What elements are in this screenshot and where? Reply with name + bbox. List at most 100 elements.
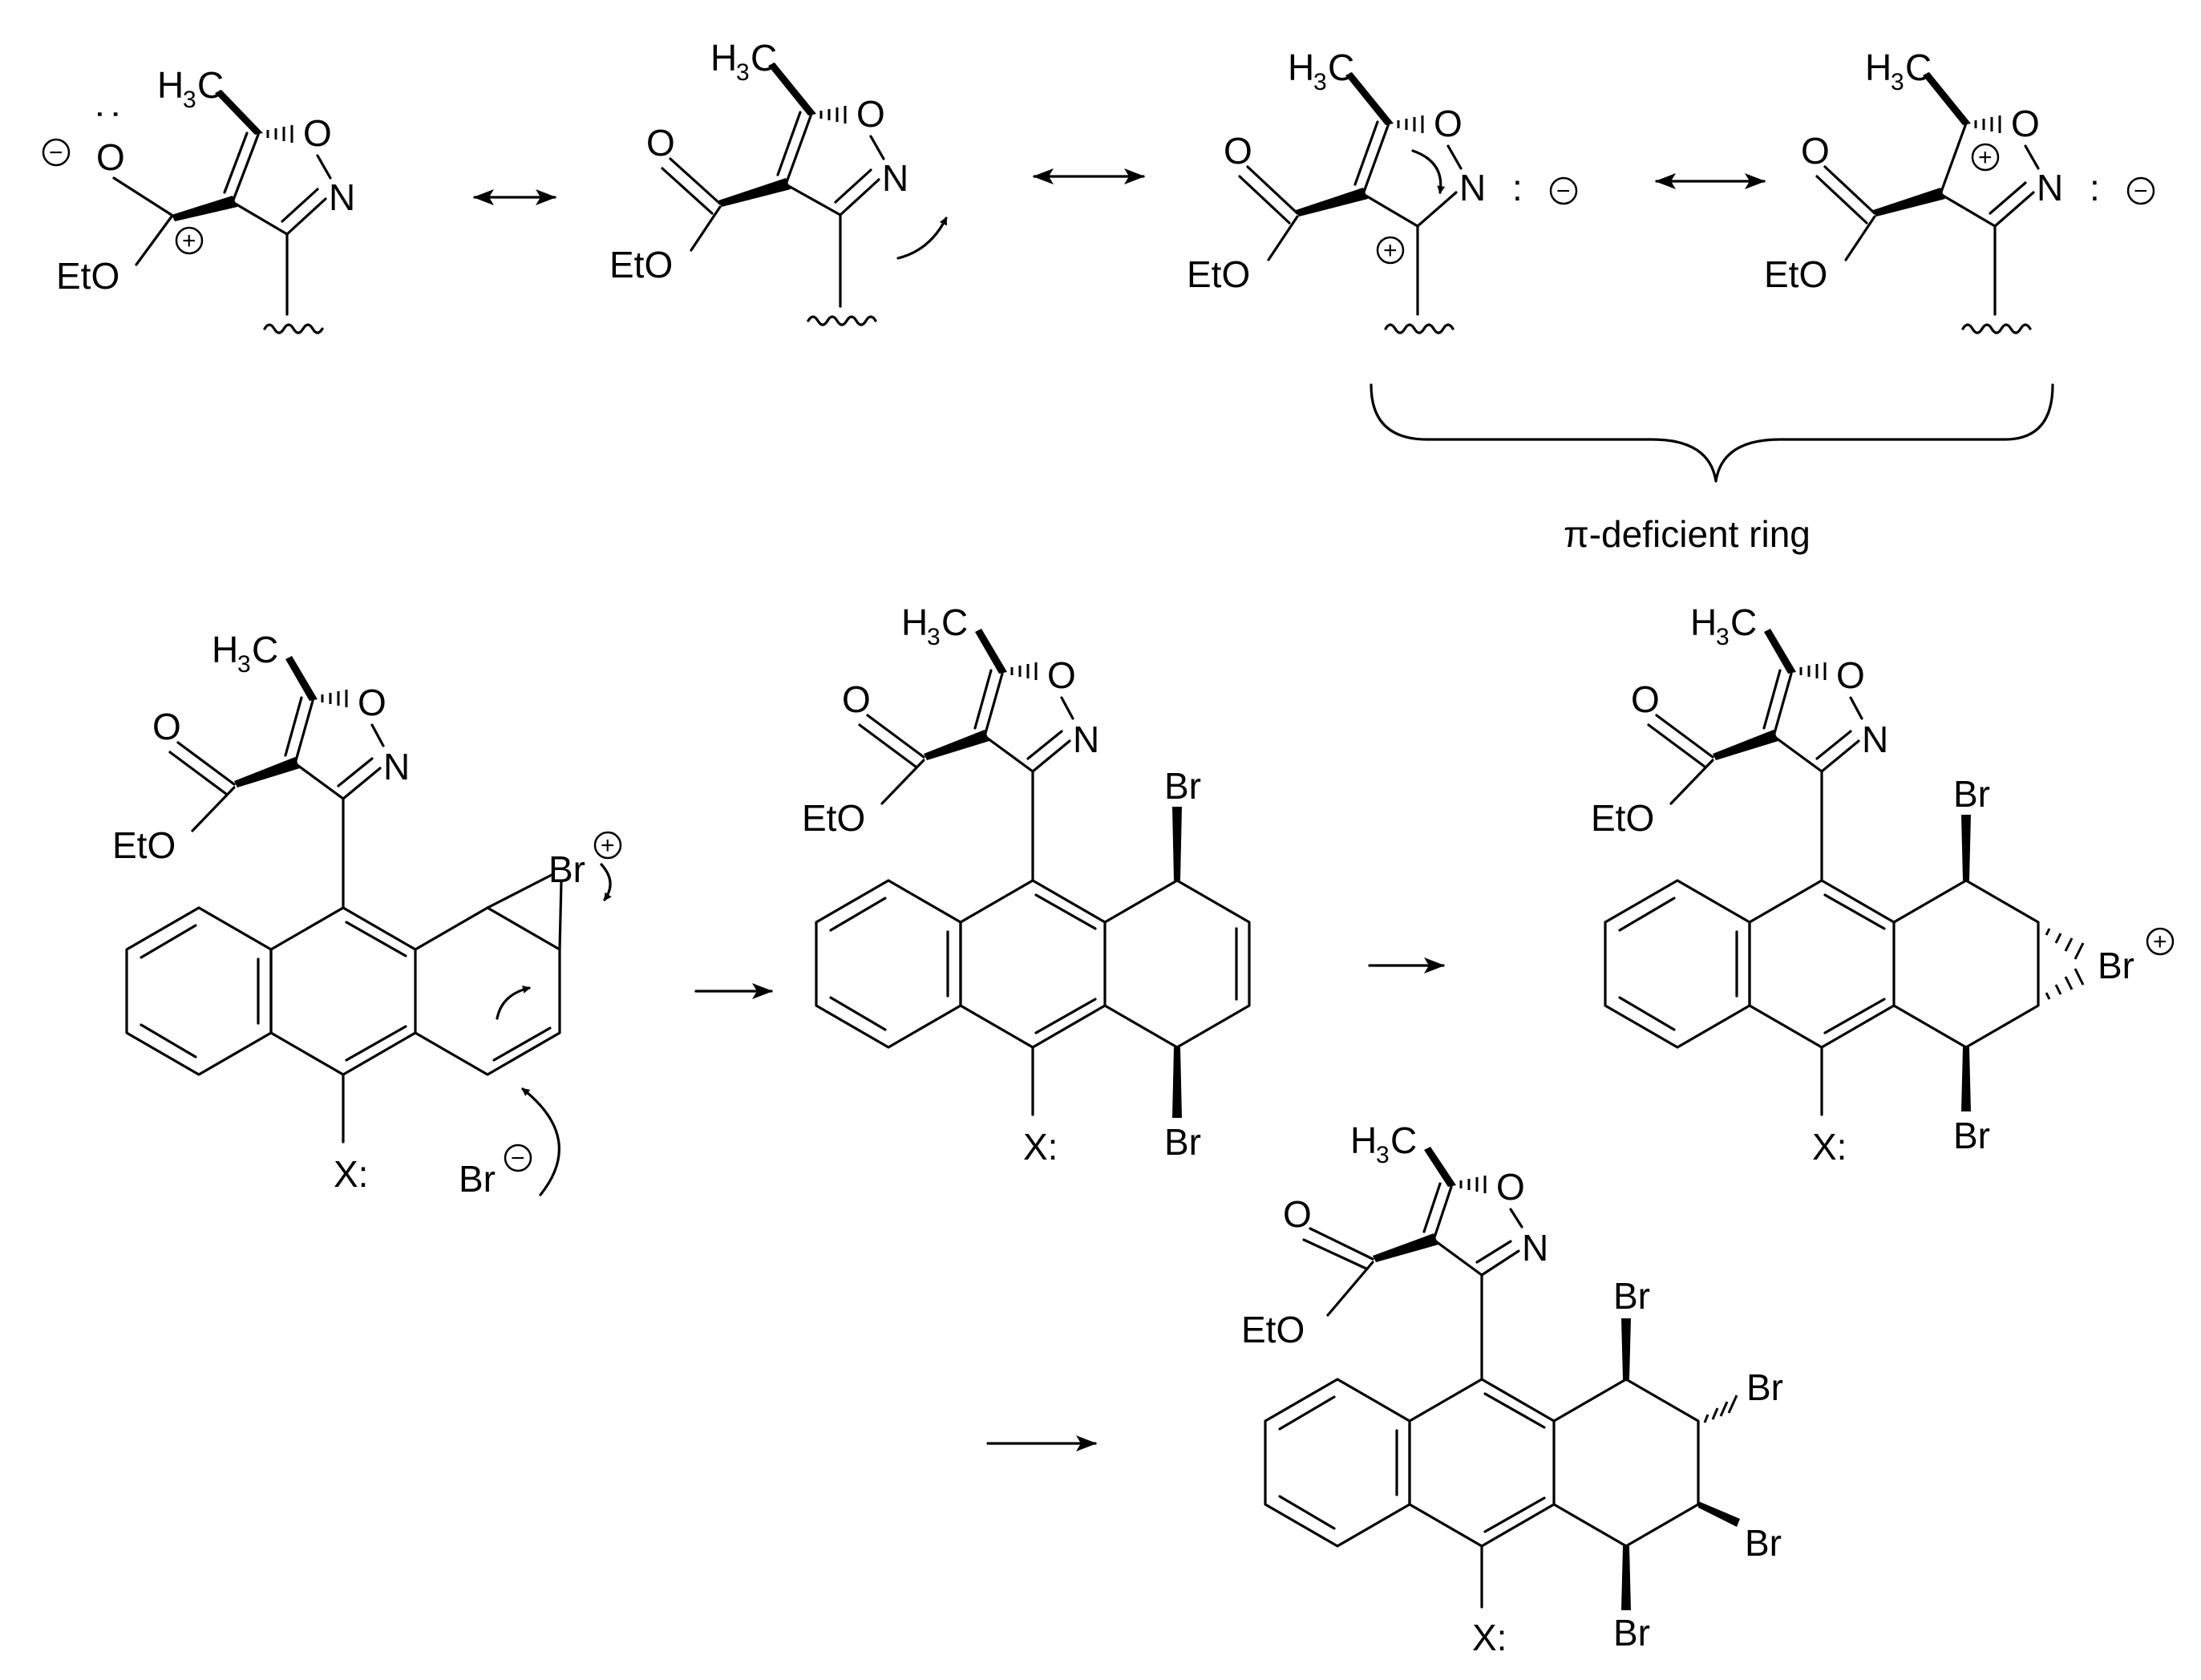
ring-nitrogen: N xyxy=(1459,167,1486,208)
second-bromonium-intermediate: H 3 C O N O EtO xyxy=(1591,601,2175,1168)
carbonyl-oxygen: O xyxy=(1224,130,1252,172)
svg-text:3: 3 xyxy=(1376,1142,1390,1168)
svg-text:3: 3 xyxy=(1891,69,1904,95)
resonance-structure-2: H 3 C O N O EtO xyxy=(609,37,948,326)
methyl-label: H 3 C xyxy=(1350,1119,1417,1168)
bromine-label: Br xyxy=(2098,945,2134,986)
carbonyl-oxygen: O xyxy=(152,706,181,747)
minus-charge: − xyxy=(42,138,71,167)
svg-text:3: 3 xyxy=(927,624,941,650)
ring-oxygen: O xyxy=(1434,103,1463,144)
svg-text:H: H xyxy=(901,601,928,643)
ring-oxygen: O xyxy=(1047,654,1076,696)
hash-bond xyxy=(819,106,847,123)
svg-text:−: − xyxy=(49,140,63,166)
methyl-label: H 3 C xyxy=(1690,601,1757,650)
substituent-label: X: xyxy=(334,1153,368,1195)
bromine-label: Br xyxy=(1953,773,1990,815)
bromine-label: Br xyxy=(1613,1275,1650,1317)
bromine-label: Br xyxy=(1953,1115,1990,1156)
svg-text:3: 3 xyxy=(736,59,750,86)
svg-text:−: − xyxy=(1556,178,1571,204)
svg-text:3: 3 xyxy=(1716,624,1730,650)
plus-charge: + xyxy=(1376,236,1405,265)
ester-label: EtO xyxy=(1764,253,1827,295)
substituent-label: X: xyxy=(1472,1617,1507,1658)
plus-charge: + xyxy=(2146,927,2175,956)
ring-oxygen: O xyxy=(1836,654,1865,696)
ring-oxygen: O xyxy=(358,682,386,723)
hash-bond xyxy=(1459,1176,1487,1193)
brace-caption: π-deficient ring xyxy=(1564,513,1811,555)
svg-text:3: 3 xyxy=(237,651,251,678)
hash-bond xyxy=(2045,928,2085,1000)
hash-bond xyxy=(1974,115,2001,133)
carbonyl-oxygen: O xyxy=(1801,130,1830,172)
carbonyl-oxygen: O xyxy=(1631,678,1660,720)
svg-text:H: H xyxy=(710,37,737,79)
lone-pair: : xyxy=(2090,167,2100,208)
plus-charge: + xyxy=(593,831,622,860)
hash-bond xyxy=(1010,662,1038,680)
ester-label: EtO xyxy=(112,824,176,866)
ring-nitrogen: N xyxy=(1522,1227,1548,1269)
bromine-label: Br xyxy=(548,848,585,890)
svg-text:+: + xyxy=(1383,237,1398,264)
resonance-structure-1: H 3 C O N O : EtO − + xyxy=(42,64,355,334)
svg-text:C: C xyxy=(197,64,224,106)
methyl-label: H 3 C xyxy=(710,37,777,86)
bromine-label: Br xyxy=(1745,1522,1782,1564)
substituent-label: X: xyxy=(1812,1126,1847,1168)
carbonyl-oxygen: O xyxy=(1283,1193,1312,1235)
carbonyl-oxygen: O xyxy=(646,122,675,164)
svg-text:C: C xyxy=(1730,601,1757,643)
resonance-structure-3: H 3 C O N : − O EtO + xyxy=(1187,47,1578,334)
ester-label: EtO xyxy=(802,797,865,839)
ester-label: EtO xyxy=(56,255,119,297)
svg-text:H: H xyxy=(212,629,238,670)
curved-arrow xyxy=(600,863,612,901)
ester-label: EtO xyxy=(609,244,673,285)
bromine-label: Br xyxy=(1164,765,1201,807)
minus-charge: − xyxy=(504,1144,532,1172)
svg-text:H: H xyxy=(1350,1119,1377,1161)
svg-text:C: C xyxy=(1905,47,1932,88)
ring-nitrogen: N xyxy=(882,157,908,199)
methyl-label: H 3 C xyxy=(1865,47,1932,95)
hash-bond xyxy=(1397,115,1424,133)
ester-label: EtO xyxy=(1187,253,1250,295)
tetrabromide-product: H 3 C O N O EtO xyxy=(1241,1119,1783,1658)
svg-text:−: − xyxy=(2134,178,2148,204)
svg-text:C: C xyxy=(941,601,968,643)
svg-text:C: C xyxy=(751,37,777,79)
ring-oxygen: O xyxy=(856,93,885,135)
methyl-label: H 3 C xyxy=(212,629,278,678)
ring-nitrogen: N xyxy=(329,176,355,218)
svg-text:C: C xyxy=(1390,1119,1417,1161)
svg-text:+: + xyxy=(1978,144,1993,171)
svg-text:3: 3 xyxy=(183,87,196,113)
svg-text:+: + xyxy=(2153,929,2167,955)
anthracene-core xyxy=(1604,879,2040,1049)
anthracene-core xyxy=(1264,1378,1700,1548)
hash-bond xyxy=(1703,1395,1738,1423)
svg-text:H: H xyxy=(1865,47,1891,88)
ester-label: EtO xyxy=(1591,797,1654,839)
curved-arrow xyxy=(896,217,948,260)
ring-nitrogen: N xyxy=(2037,167,2063,208)
resonance-structure-4: H 3 C O N : − O EtO + xyxy=(1764,47,2155,334)
svg-text:C: C xyxy=(1328,47,1354,88)
methyl-label: H 3 C xyxy=(901,601,968,650)
minus-charge: − xyxy=(2126,176,2155,205)
ring-oxygen: O xyxy=(303,112,332,154)
lone-pair: : xyxy=(1512,167,1523,208)
lone-pair: : xyxy=(90,109,131,119)
hash-bond xyxy=(1799,662,1827,680)
carbonyl-oxygen: O xyxy=(842,678,871,720)
ring-oxygen: O xyxy=(2011,103,2040,144)
methyl-label: H 3 C xyxy=(157,64,224,113)
bromine-label: Br xyxy=(1164,1121,1201,1163)
brace xyxy=(1370,383,2054,483)
svg-text:+: + xyxy=(601,832,615,859)
curved-arrow xyxy=(521,1087,560,1196)
